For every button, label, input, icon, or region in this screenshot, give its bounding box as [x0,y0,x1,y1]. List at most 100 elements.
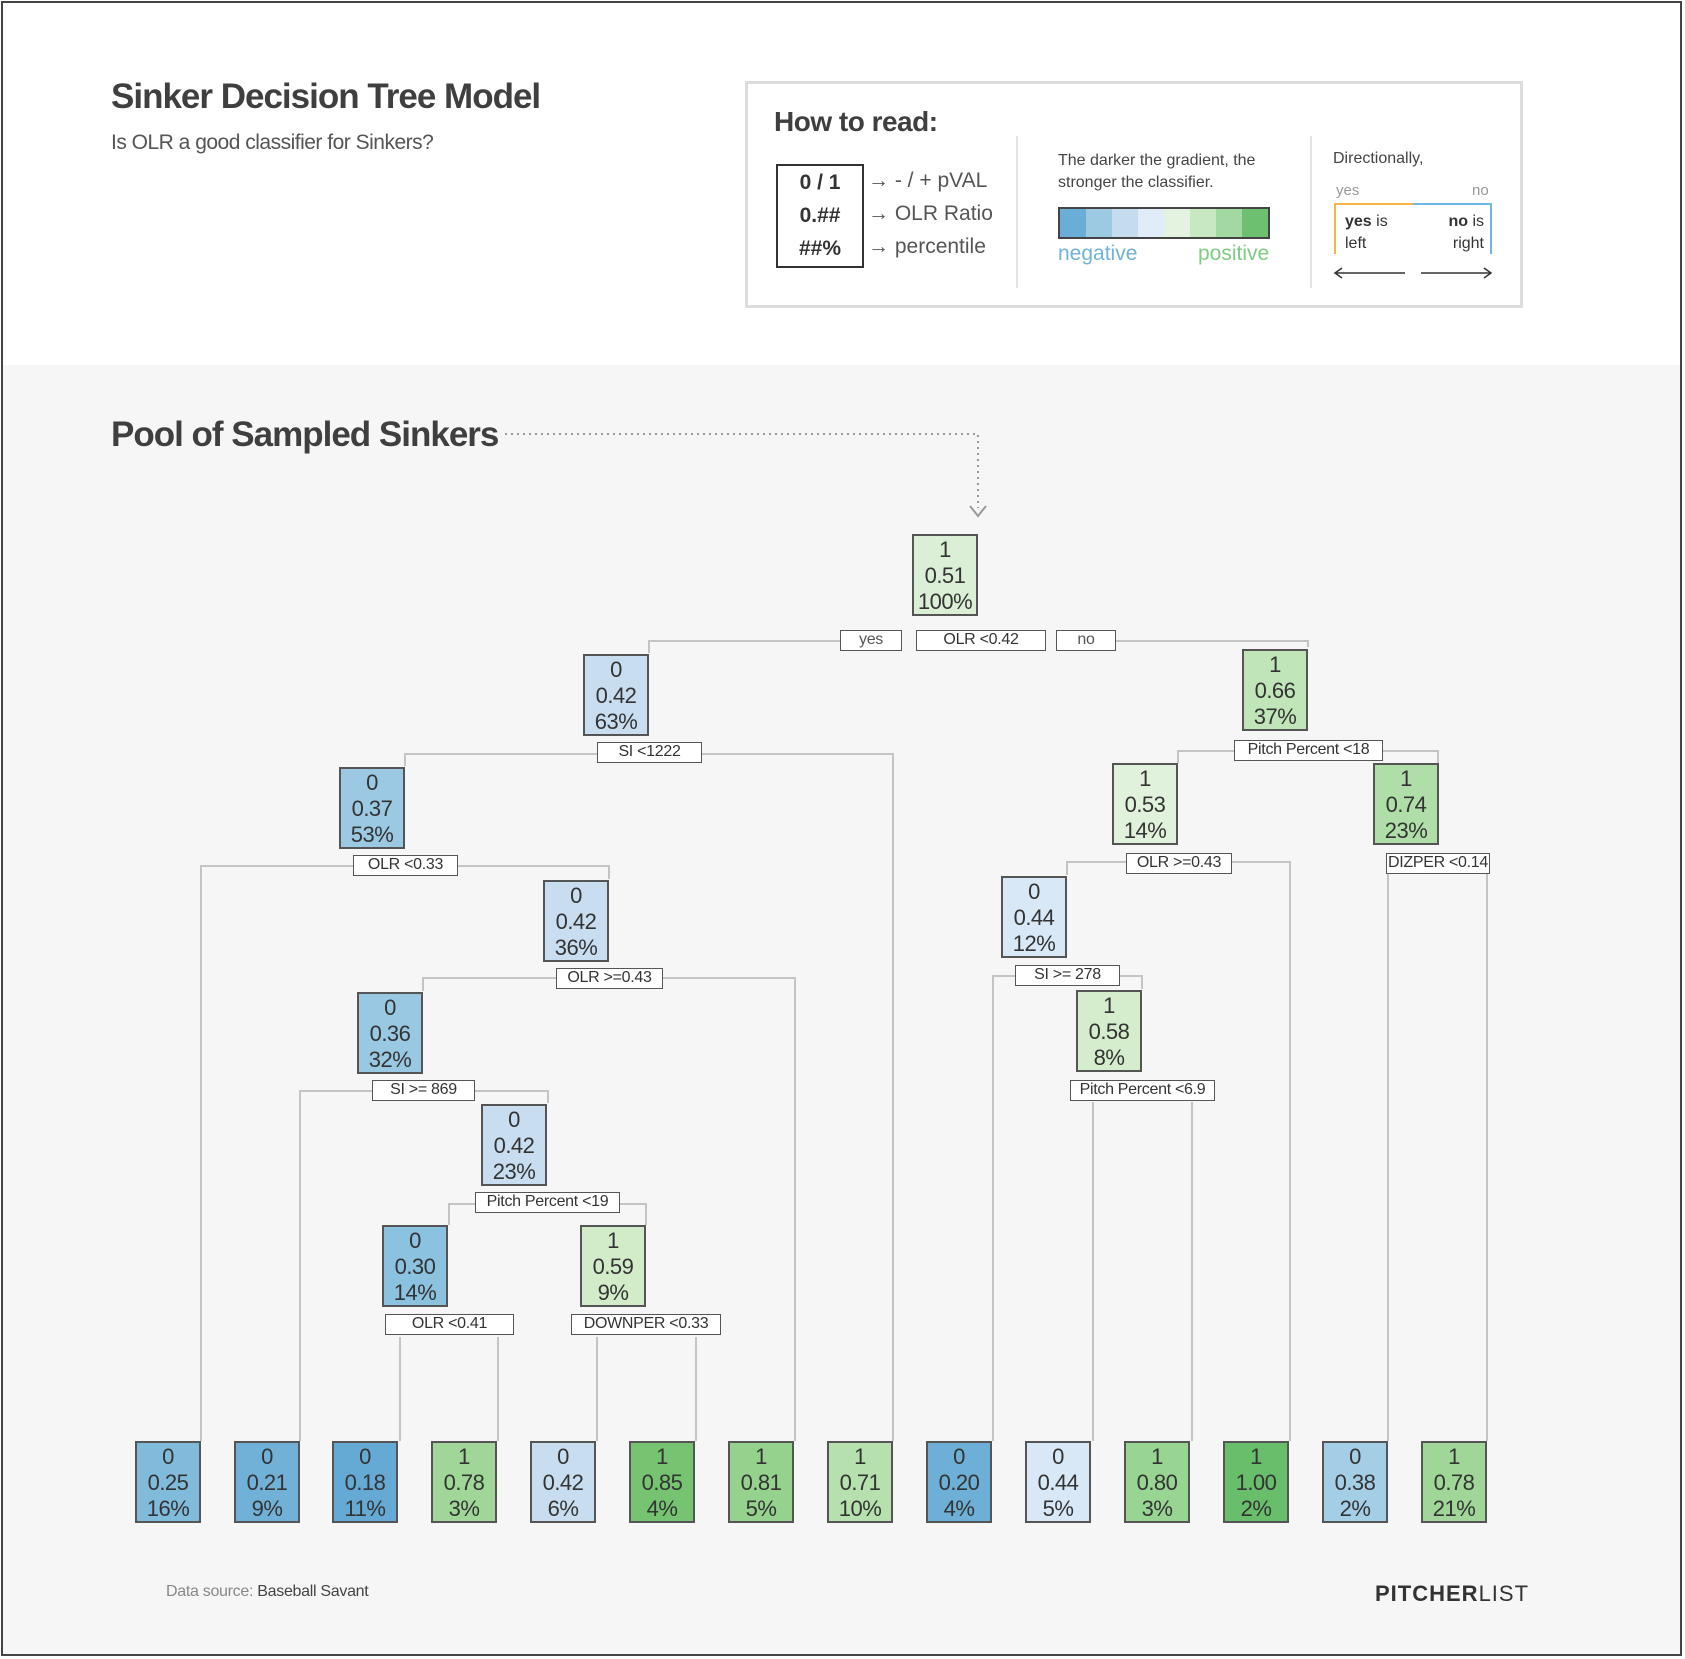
node-pct: 23% [492,1159,536,1184]
node-ratio: 0.38 [1334,1470,1376,1495]
split-condition: Pitch Percent <18 [1234,740,1383,761]
node-cls: 0 [1349,1444,1361,1469]
node-cls: 1 [755,1444,767,1469]
direction-diagram [1333,203,1493,279]
legend-divider [1310,136,1312,288]
node-ratio: 0.37 [351,796,393,821]
gradient-swatch [1164,209,1190,237]
node-cls: 1 [1250,1444,1262,1469]
node-pct: 5% [745,1496,777,1521]
node-ratio: 0.42 [493,1133,535,1158]
direction-title: Directionally, [1333,150,1424,167]
node-cls: 0 [953,1444,965,1469]
legend-meaning-row: → - / + pVAL [868,169,987,193]
node-cls: 1 [656,1444,668,1469]
pitcherlist-logo: PITCHERLIST [1375,1581,1530,1606]
node-ratio: 0.74 [1385,792,1427,817]
legend-meaning: OLR Ratio [894,202,993,225]
node-ratio: 0.78 [1433,1470,1475,1495]
node-cls: 0 [508,1107,520,1132]
how-to-read-legend: How to read: 0 / 1 0.## ##% → - / + pVAL… [745,81,1523,308]
node-cls: 1 [939,537,951,562]
node-cls: 0 [610,657,622,682]
gradient-explanation: The darker the gradient, the stronger th… [1058,152,1256,191]
legend-meaning: percentile [894,235,986,258]
split-condition: OLR >=0.43 [556,968,663,989]
node-cls: 1 [607,1228,619,1253]
legend-meaning-row: → OLR Ratio [868,202,993,226]
node-pct: 63% [594,709,638,734]
node-cls: 0 [359,1444,371,1469]
node-pct: 10% [838,1496,882,1521]
direction-yes-label: yes [1336,182,1360,199]
split-condition: DOWNPER <0.33 [571,1314,721,1335]
node-pct: 6% [547,1496,579,1521]
data-source: Data source: Baseball Savant [166,1583,369,1600]
split-condition: SI <1222 [597,742,702,763]
node-cls: 1 [1269,652,1281,677]
node-ratio: 0.85 [641,1470,683,1495]
node-pct: 32% [368,1047,412,1072]
node-ratio: 0.44 [1013,905,1055,930]
node-cls: 0 [162,1444,174,1469]
node-pct: 2% [1339,1496,1371,1521]
node-ratio: 0.71 [839,1470,881,1495]
node-pct: 11% [344,1496,386,1521]
gradient-swatch [1216,209,1242,237]
node-ratio: 0.42 [555,909,597,934]
split-condition: SI >= 278 [1015,965,1120,986]
yes-bracket [1334,203,1413,254]
arrow-right-icon: → [868,202,889,225]
legend-box-line: ##% [798,237,842,260]
node-ratio: 0.21 [246,1470,288,1495]
node-pct: 4% [646,1496,678,1521]
node-pct: 4% [943,1496,975,1521]
node-ratio: 0.51 [924,563,966,588]
arrow-right-icon: → [868,235,889,258]
branch-no-label: no [1056,630,1116,651]
node-ratio: 0.42 [542,1470,584,1495]
node-cls: 0 [409,1228,421,1253]
chevron-down-icon [969,505,987,518]
node-ratio: 0.25 [147,1470,189,1495]
split-condition: SI >= 869 [372,1080,475,1101]
node-cls: 1 [458,1444,470,1469]
node-pct: 23% [1384,818,1428,843]
gradient-swatch [1112,209,1138,237]
node-ratio: 0.30 [394,1254,436,1279]
legend-meaning: - / + pVAL [894,169,988,192]
node-ratio: 0.80 [1136,1470,1178,1495]
negative-label: negative [1058,242,1138,265]
legend-meaning-row: → percentile [868,235,986,259]
node-cls: 1 [1151,1444,1163,1469]
no-bracket [1413,203,1492,254]
legend-divider [1016,136,1018,288]
pointer-dotted-line [505,433,979,508]
split-condition: OLR >=0.43 [1126,853,1232,874]
node-pct: 100% [917,589,973,614]
gradient-swatch [1242,209,1268,237]
node-ratio: 0.58 [1088,1019,1130,1044]
node-cls: 1 [1103,993,1115,1018]
node-pct: 9% [597,1280,629,1305]
node-cls: 1 [1448,1444,1460,1469]
node-pct: 5% [1042,1496,1074,1521]
section-title: Pool of Sampled Sinkers [111,415,499,454]
gradient-bar [1058,207,1270,239]
node-ratio: 0.53 [1124,792,1166,817]
node-pct: 12% [1012,931,1056,956]
legend-title: How to read: [774,106,938,137]
